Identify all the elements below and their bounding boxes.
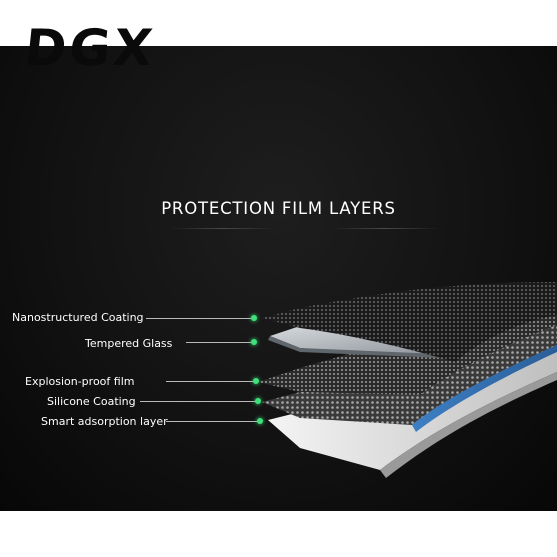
marker-dot (251, 315, 257, 321)
leader-line (146, 318, 252, 319)
label-explosion-proof-film: Explosion-proof film (25, 375, 135, 388)
leader-line (166, 421, 258, 422)
label-nanostructured-coating: Nanostructured Coating (12, 311, 144, 324)
label-smart-adsorption-layer: Smart adsorption layer (41, 415, 168, 428)
marker-dot (257, 418, 263, 424)
nanostructured-coating-shape (262, 282, 557, 362)
label-silicone-coating: Silicone Coating (47, 395, 136, 408)
leader-line (140, 401, 256, 402)
logo: DGX (21, 19, 159, 77)
section-title: PROTECTION FILM LAYERS (161, 199, 396, 218)
title-divider-left (170, 228, 276, 229)
leader-line (166, 381, 254, 382)
leader-line (186, 342, 252, 343)
marker-dot (251, 339, 257, 345)
product-banner (0, 46, 557, 511)
marker-dot (255, 398, 261, 404)
marker-dot (253, 378, 259, 384)
title-divider-right (330, 228, 440, 229)
label-tempered-glass: Tempered Glass (85, 337, 173, 350)
